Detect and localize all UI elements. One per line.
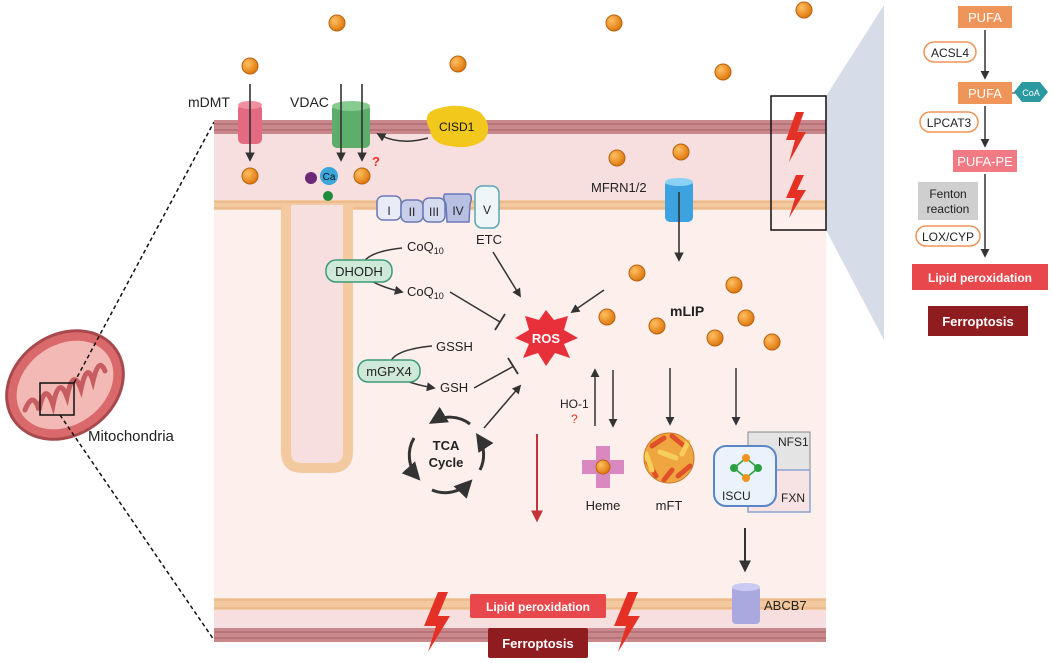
iron-ions bbox=[241, 1, 813, 351]
fenton-box bbox=[918, 182, 978, 220]
side-ferroptosis-box bbox=[928, 306, 1028, 336]
abcb7-label: ABCB7 bbox=[764, 598, 807, 613]
ros-label: ROS bbox=[532, 331, 561, 346]
cisd1-label: CISD1 bbox=[439, 120, 475, 134]
mitochondria-label: Mitochondria bbox=[88, 428, 175, 445]
complex-labels: I II III IV V bbox=[387, 203, 491, 219]
complex-iii-label: III bbox=[429, 205, 439, 219]
abcb7-transporter bbox=[732, 583, 760, 624]
mgpx4-box bbox=[357, 359, 421, 383]
mdmt-label: mDMT bbox=[188, 94, 230, 110]
lox-cyp-box bbox=[915, 225, 981, 247]
pufa-pe-label: PUFA-PE bbox=[957, 154, 1013, 169]
lox-cyp-label: LOX/CYP bbox=[922, 230, 974, 244]
side-ferroptosis-label: Ferroptosis bbox=[942, 314, 1014, 329]
lpcat3-label: LPCAT3 bbox=[927, 116, 972, 130]
side-panel: PUFA ACSL4 PUFA CoA LPCAT3 PUFA-PE Fento… bbox=[912, 6, 1048, 336]
lightning-icon bbox=[786, 112, 806, 162]
coa-label: CoA bbox=[1022, 88, 1040, 98]
tca-to-ros-arrow bbox=[483, 384, 522, 429]
side-panel-zoom-wedge bbox=[826, 5, 884, 340]
mft-ferritin-icon bbox=[643, 432, 695, 484]
mlip-label: mLIP bbox=[670, 303, 704, 319]
calcium-ion bbox=[320, 167, 338, 185]
iscu-label: ISCU bbox=[722, 489, 751, 503]
lpcat3-box bbox=[919, 111, 979, 133]
coa-hexagon bbox=[1014, 82, 1048, 102]
ros-burst bbox=[515, 310, 578, 366]
tca-cycle-icon bbox=[401, 406, 494, 499]
tca-label-line2: Cycle bbox=[429, 455, 464, 470]
iron-sulfur-cluster-complex bbox=[713, 431, 811, 513]
gsh-label: GSH bbox=[440, 380, 468, 395]
pufa2-box bbox=[958, 82, 1012, 104]
vdac-channel bbox=[332, 84, 370, 162]
complex-v-label: V bbox=[483, 203, 491, 217]
ho1-label: HO-1 bbox=[560, 397, 589, 411]
ion-green bbox=[323, 191, 333, 201]
side-lipid-peroxidation-label: Lipid peroxidation bbox=[928, 271, 1032, 285]
fxn-label: FXN bbox=[781, 491, 805, 505]
pufa-box bbox=[958, 6, 1012, 28]
zoom-line-top bbox=[73, 121, 215, 384]
vdac-question-mark: ? bbox=[372, 154, 380, 169]
coq-inhibition-line bbox=[449, 291, 501, 323]
coq-inhibition-bar bbox=[494, 313, 506, 331]
mfrn-transporter bbox=[665, 178, 693, 262]
fenton-label-line2: reaction bbox=[927, 202, 970, 216]
nfs1-label: NFS1 bbox=[778, 435, 809, 449]
mitochondria-icon bbox=[5, 329, 125, 441]
pufa-pe-box bbox=[953, 150, 1017, 172]
coq-top-label: CoQ10 bbox=[407, 239, 444, 256]
lightning-icon bbox=[424, 592, 450, 652]
mft-label: mFT bbox=[656, 498, 683, 513]
ferroptosis-label: Ferroptosis bbox=[502, 636, 574, 651]
lightning-icon bbox=[614, 592, 640, 652]
etc-complexes bbox=[376, 185, 500, 229]
acsl4-box bbox=[923, 41, 977, 63]
zoom-line-bottom bbox=[59, 414, 215, 641]
complex-iv-label: IV bbox=[452, 204, 463, 218]
mitochondrion-section bbox=[214, 120, 826, 642]
gssh-label: GSSH bbox=[436, 339, 473, 354]
side-lipid-peroxidation-box bbox=[912, 264, 1048, 290]
gsh-inhibition-bar bbox=[507, 357, 519, 375]
iron-to-ros-arrow bbox=[570, 289, 605, 314]
membrane-zoom-box bbox=[770, 95, 827, 231]
lipid-peroxidation-box bbox=[470, 594, 606, 618]
gsh-inhibition-line bbox=[473, 365, 515, 389]
ferroptosis-box bbox=[488, 628, 588, 658]
vdac-label: VDAC bbox=[290, 94, 329, 110]
dhodh-box bbox=[325, 259, 393, 283]
lipid-peroxidation-label: Lipid peroxidation bbox=[486, 600, 590, 614]
pufa2-label: PUFA bbox=[968, 86, 1002, 101]
heme-icon bbox=[582, 446, 624, 488]
etc-label: ETC bbox=[476, 232, 502, 247]
heme-label: Heme bbox=[586, 498, 621, 513]
tca-label-line1: TCA bbox=[433, 438, 460, 453]
ho1-question-mark: ? bbox=[571, 412, 578, 426]
mfrn-label: MFRN1/2 bbox=[591, 180, 647, 195]
dhodh-label: DHODH bbox=[335, 264, 383, 279]
complex-i-label: I bbox=[387, 204, 390, 218]
ion-purple bbox=[305, 172, 317, 184]
mgpx4-label: mGPX4 bbox=[366, 364, 412, 379]
fenton-label-line1: Fenton bbox=[929, 187, 966, 201]
acsl4-label: ACSL4 bbox=[931, 46, 969, 60]
calcium-label: Ca bbox=[323, 172, 336, 183]
cisd1-arrow bbox=[376, 133, 429, 142]
cisd1-protein bbox=[426, 105, 489, 148]
complex-ii-label: II bbox=[409, 205, 416, 219]
pufa-label: PUFA bbox=[968, 10, 1002, 25]
mdmt-transporter bbox=[238, 84, 262, 162]
lightning-icon bbox=[786, 175, 806, 218]
zoom-box bbox=[39, 382, 75, 416]
coq-bottom-label: CoQ10 bbox=[407, 284, 444, 301]
etc-to-ros-arrow bbox=[492, 251, 521, 298]
